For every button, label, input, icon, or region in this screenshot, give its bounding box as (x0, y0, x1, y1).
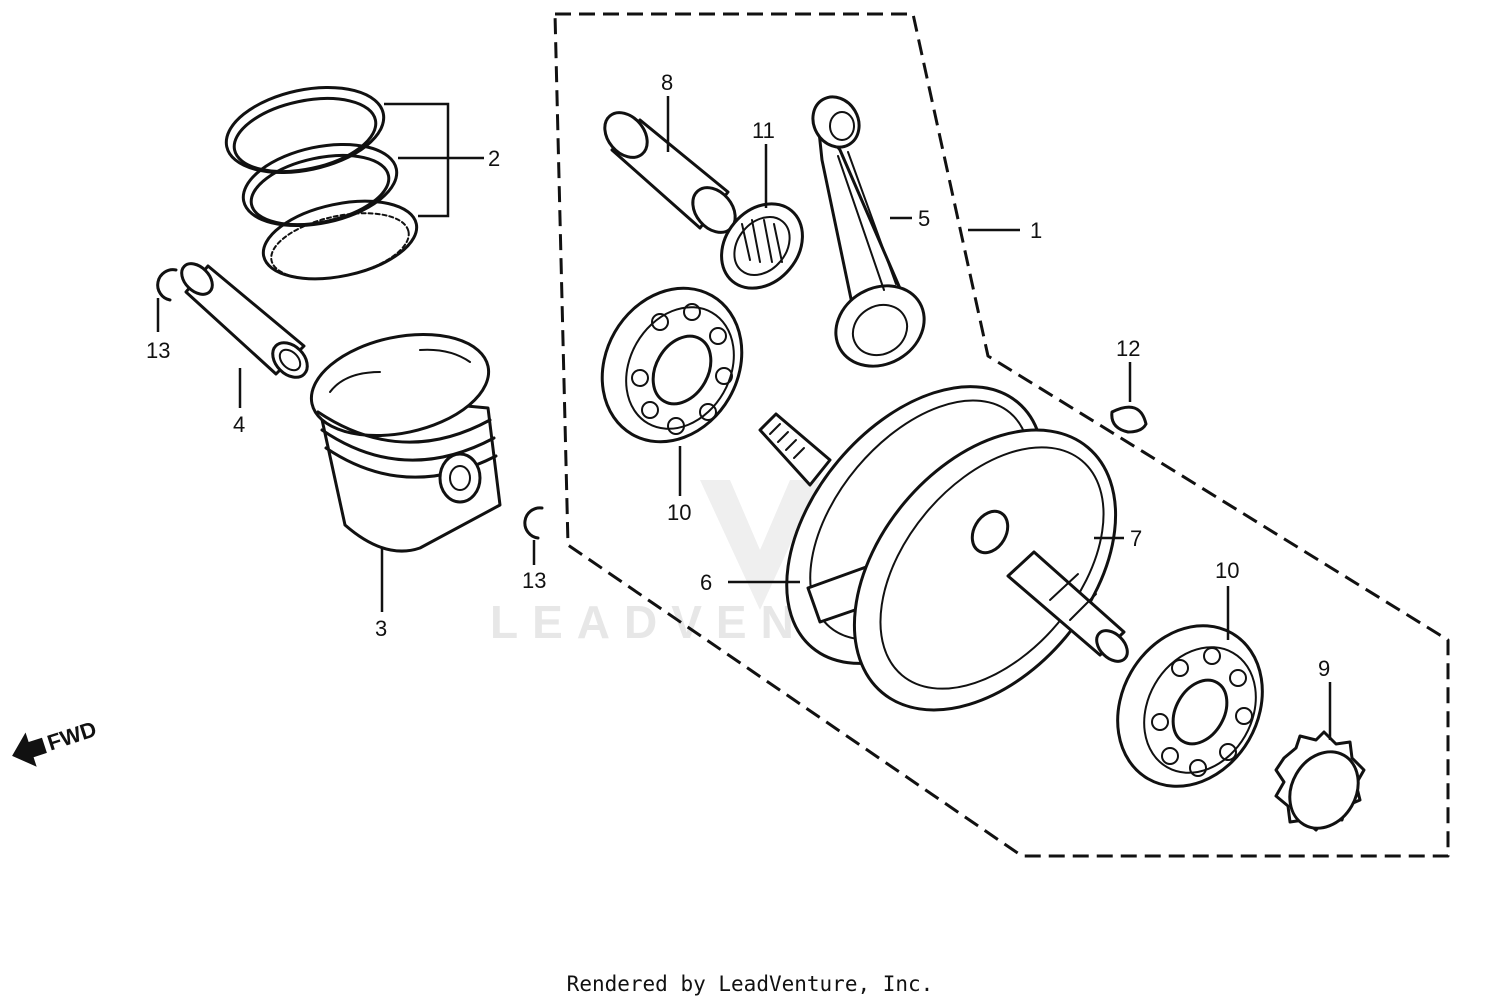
callout-12: 12 (1116, 336, 1140, 361)
ball-bearing-right (1116, 624, 1264, 788)
fwd-label: FWD (44, 716, 99, 755)
cam-chain-sprocket (1274, 730, 1366, 832)
callout-3: 3 (375, 616, 387, 641)
piston-ring-set (224, 85, 419, 281)
leader-2 (384, 102, 484, 218)
callout-10-right: 10 (1215, 558, 1239, 583)
callout-9: 9 (1318, 656, 1330, 681)
crankshaft-assembly-outline (553, 12, 1450, 858)
callout-5: 5 (918, 206, 930, 231)
forward-direction-marker: FWD (12, 716, 100, 767)
render-credit: Rendered by LeadVenture, Inc. (566, 972, 934, 996)
callout-2: 2 (488, 146, 500, 171)
piston-pin-clip-left (156, 268, 178, 302)
callout-8: 8 (661, 70, 673, 95)
woodruff-key (1110, 405, 1148, 434)
callout-10-left: 10 (667, 500, 691, 525)
ball-bearing-left (600, 286, 744, 444)
callout-4: 4 (233, 412, 245, 437)
piston (309, 332, 502, 553)
piston-pin-clip-right (523, 506, 544, 540)
callout-7: 7 (1130, 526, 1142, 551)
connecting-rod (811, 95, 926, 368)
callout-11: 11 (752, 118, 775, 143)
watermark-logo (700, 480, 820, 610)
crank-pin (603, 111, 737, 234)
callout-13-left: 13 (146, 338, 170, 363)
piston-pin (180, 262, 309, 379)
needle-bearing (720, 202, 804, 290)
crankshaft (758, 385, 1129, 712)
arrow-left-icon (12, 732, 47, 767)
callout-6: 6 (700, 570, 712, 595)
callout-13-right: 13 (522, 568, 546, 593)
callout-1: 1 (1030, 218, 1042, 243)
